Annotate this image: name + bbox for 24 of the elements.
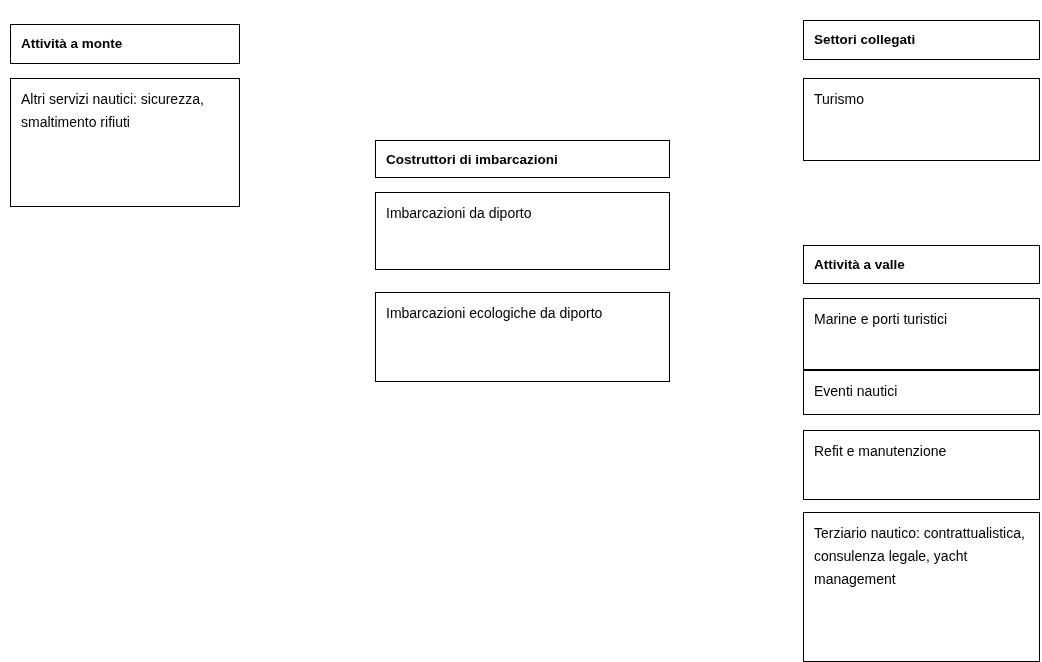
item-text: Marine e porti turistici [814, 310, 949, 329]
category-box [803, 78, 1040, 161]
section-heading: Attività a valle [814, 256, 906, 274]
item-text: Imbarcazioni da diporto [386, 204, 533, 223]
item-text: Turismo [814, 90, 866, 109]
category-box [803, 370, 1040, 415]
item-text: Altri servizi nautici: sicurezza, smaltimento rifiuti [21, 90, 205, 132]
category-box [803, 512, 1040, 662]
section-heading: Costruttori di imbarcazioni [386, 151, 559, 169]
category-box [10, 78, 240, 207]
item-text: Refit e manutenzione [814, 442, 948, 461]
item-text: Terziario nautico: contrattualistica, consulenza legale, yacht management [814, 524, 1026, 589]
category-box [375, 192, 670, 270]
header-box [803, 245, 1040, 284]
section-heading: Attività a monte [21, 35, 124, 53]
item-text: Eventi nautici [814, 382, 899, 401]
item-text: Imbarcazioni ecologiche da diporto [386, 304, 604, 323]
category-box [803, 430, 1040, 500]
header-box [10, 24, 240, 64]
category-box [803, 298, 1040, 370]
section-heading: Settori collegati [814, 31, 917, 49]
category-box [375, 292, 670, 382]
header-box [375, 140, 670, 178]
header-box [803, 20, 1040, 60]
